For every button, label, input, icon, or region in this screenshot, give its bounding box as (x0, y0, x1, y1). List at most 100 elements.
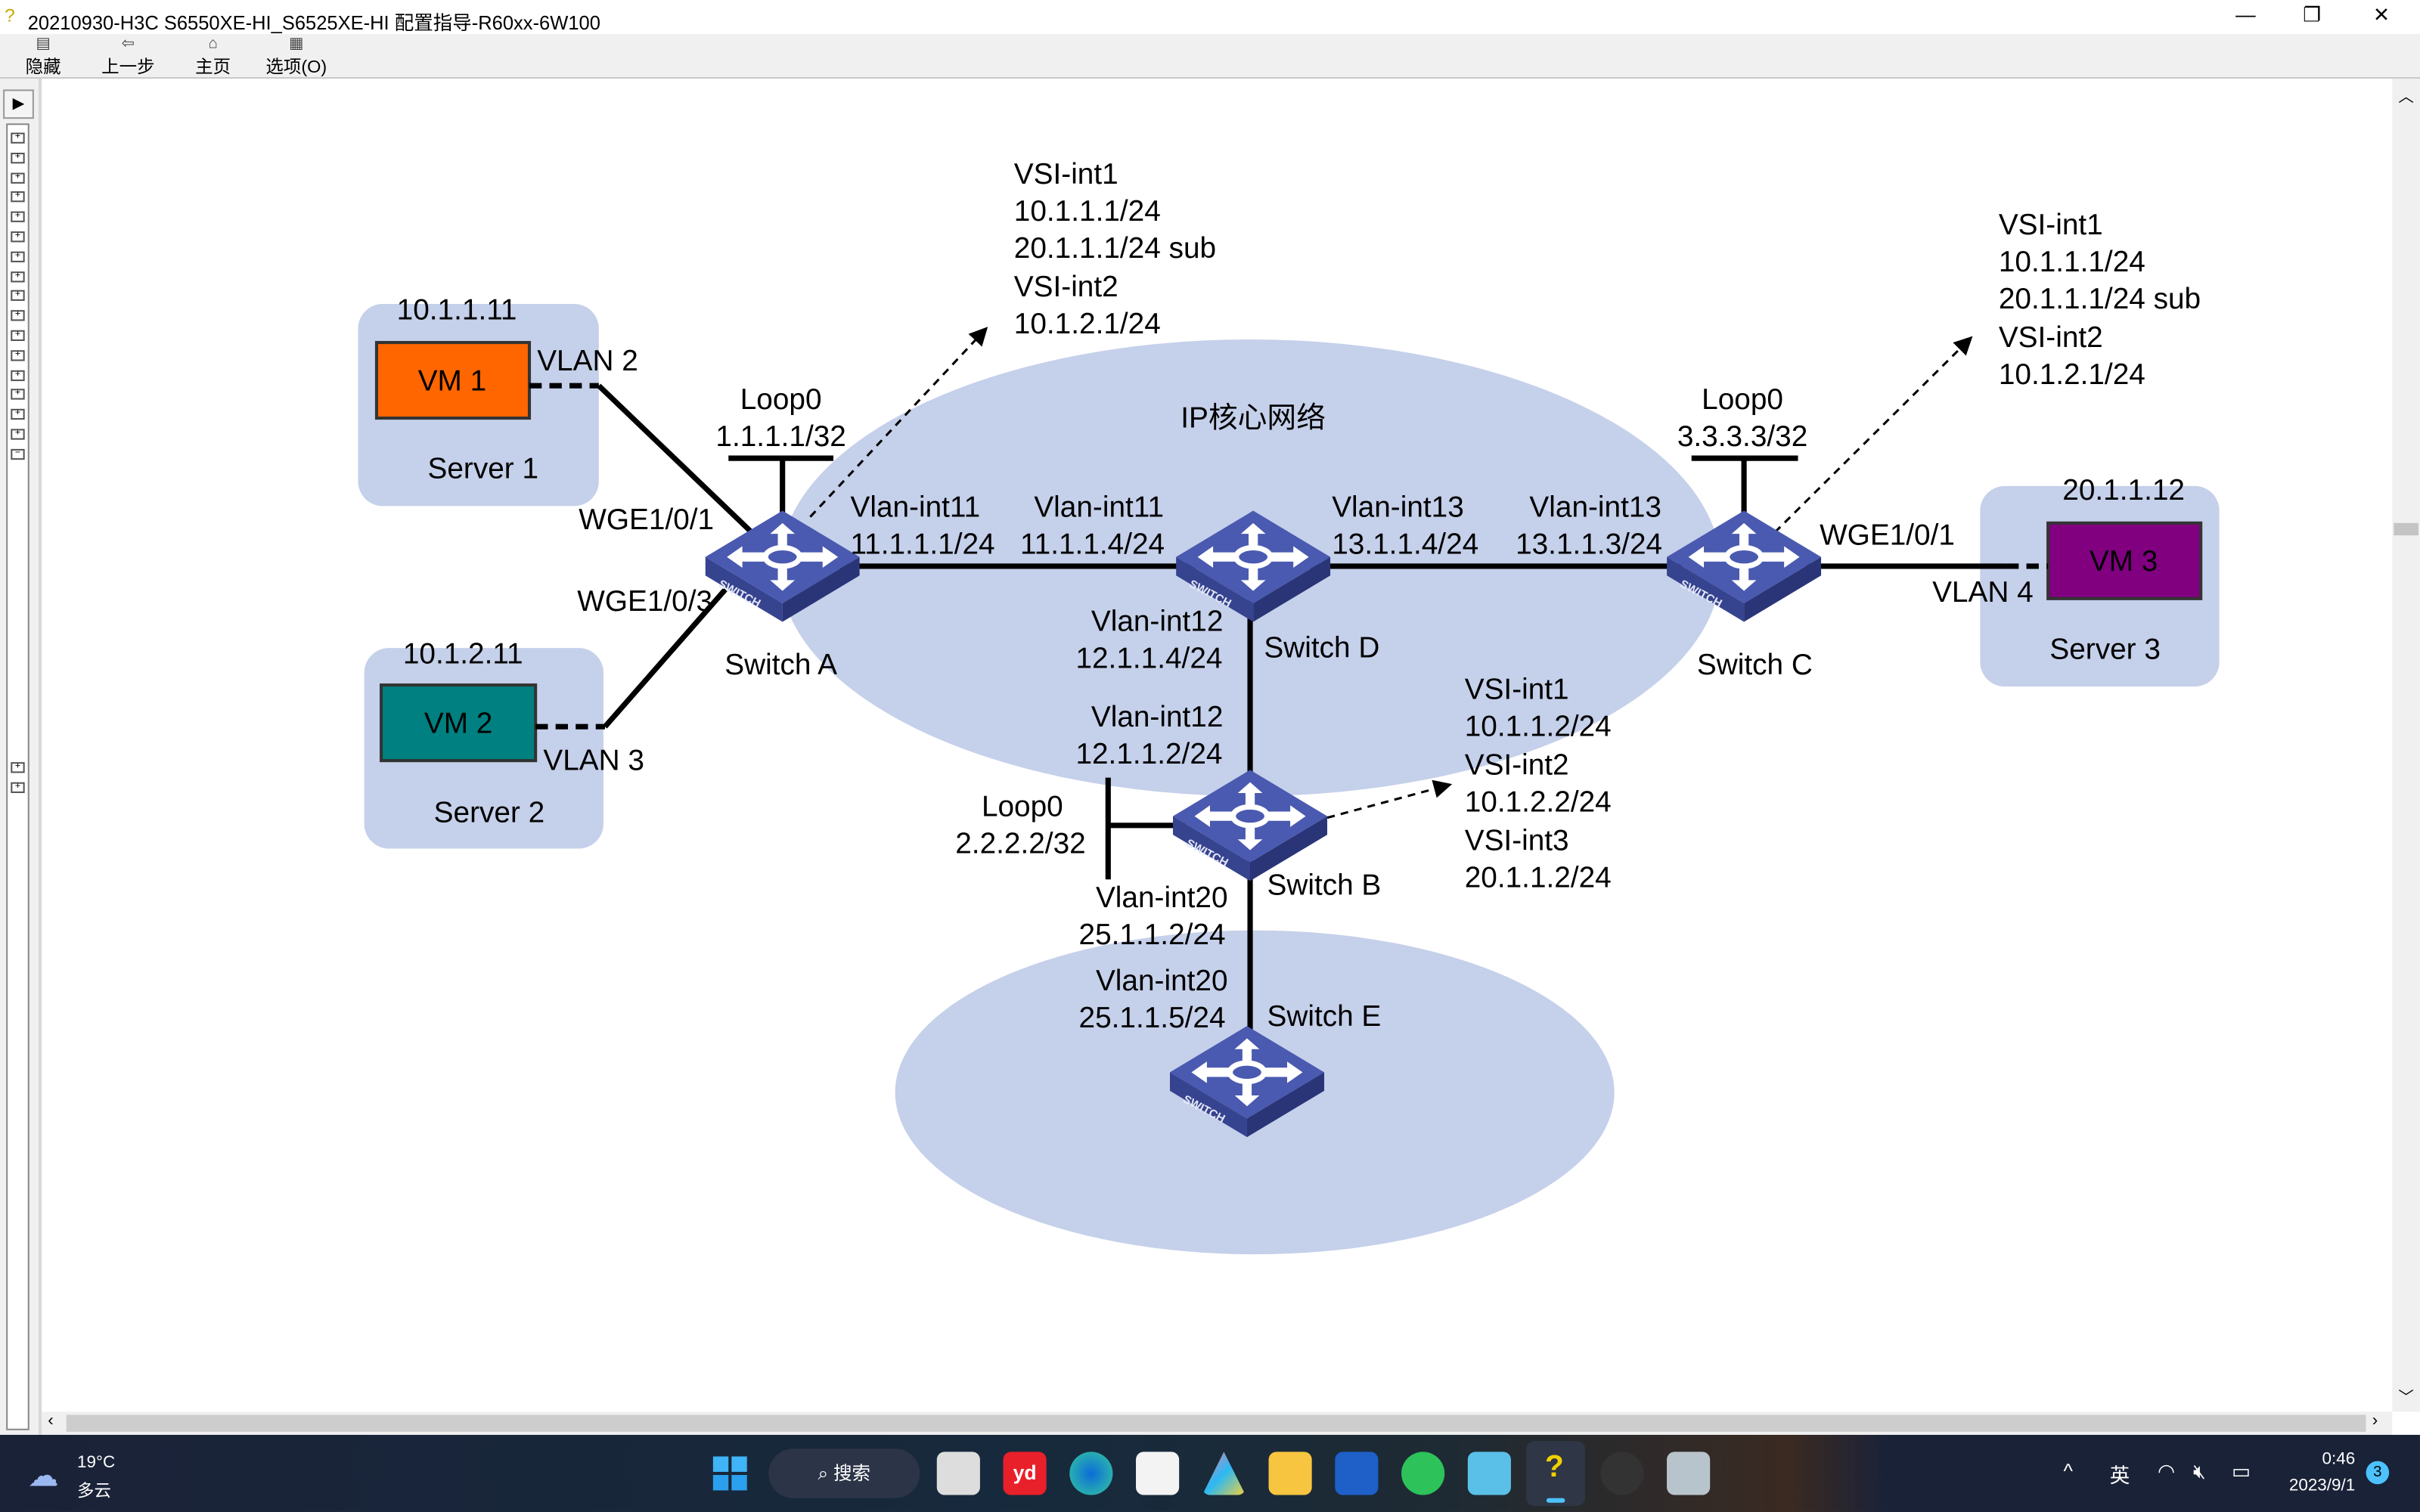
navigation-pane: ▶ + + + + + + + + + + + + + + + + − + + (0, 79, 42, 1435)
file-explorer-icon[interactable] (1268, 1452, 1312, 1495)
tree-expand-icon[interactable]: + (11, 782, 25, 793)
horizontal-scroll-thumb[interactable] (66, 1414, 2366, 1432)
switch-c-loop-ip: 3.3.3.3/32 (1677, 420, 1807, 453)
tree-expand-icon[interactable]: + (11, 349, 25, 361)
weather-desc[interactable]: 多云 (77, 1483, 111, 1501)
switch-a-vlan-if: Vlan-int11 (850, 491, 980, 524)
tree-expand-icon[interactable]: + (11, 172, 25, 184)
switch-b-vsi-3: 10.1.2.2/24 (1465, 785, 1612, 818)
switch-c-vsi-0: VSI-int1 (1999, 209, 2103, 241)
switch-a-vsi-2: 20.1.1.1/24 sub (1014, 232, 1216, 265)
vm-2-label: VM 2 (424, 707, 492, 739)
tree-expand-icon[interactable]: + (11, 231, 25, 243)
vm-2 (380, 683, 538, 763)
vpn-icon[interactable] (1335, 1452, 1379, 1495)
server-1-ip: 10.1.1.11 (397, 293, 517, 326)
switch-a-port1: WGE1/0/1 (579, 503, 714, 536)
tree-expand-icon[interactable]: + (11, 409, 25, 420)
tree-expand-icon[interactable]: + (11, 290, 25, 302)
switch-d-ip11: 11.1.1.4/24 (1020, 528, 1165, 561)
notification-badge[interactable]: 3 (2366, 1461, 2390, 1485)
switch-c-vsi-1: 10.1.1.1/24 (1999, 246, 2145, 278)
switch-d-if11: Vlan-int11 (1034, 491, 1164, 524)
server-2-label: Server 2 (434, 797, 545, 829)
tree-expand-icon[interactable]: + (11, 251, 25, 262)
youdao-icon[interactable]: yd (1003, 1452, 1047, 1495)
switch-a-vsi-0: VSI-int1 (1014, 158, 1118, 191)
clock-time[interactable]: 0:46 (2322, 1450, 2356, 1469)
notepad-icon[interactable] (1467, 1452, 1511, 1495)
tree-expand-icon[interactable]: + (11, 369, 25, 381)
vertical-scrollbar[interactable]: ︿ ﹀ (2392, 79, 2420, 1412)
help-viewer-taskbar-button[interactable]: ? (1526, 1441, 1585, 1506)
search-button[interactable]: ⌕ 搜索 (768, 1448, 920, 1498)
task-view-icon[interactable] (936, 1452, 980, 1495)
weather-cloud-icon[interactable]: ☁ (27, 1459, 59, 1494)
switch-b-if20: Vlan-int20 (1096, 881, 1228, 914)
switch-e-if20: Vlan-int20 (1096, 965, 1228, 997)
wechat-icon[interactable] (1401, 1452, 1445, 1495)
close-button[interactable]: ✕ (2372, 3, 2391, 26)
tree-expand-icon[interactable]: + (11, 132, 25, 144)
scroll-left-button[interactable]: ‹ (48, 1411, 54, 1430)
vlan-2-label: VLAN 2 (537, 345, 638, 377)
expand-pane-button[interactable]: ▶ (3, 89, 34, 119)
vm-1 (374, 341, 532, 420)
options-button[interactable]: ▦选项(O) (259, 34, 334, 77)
switch-a-loop-ip: 1.1.1.1/32 (715, 420, 845, 453)
edge-icon[interactable] (1069, 1452, 1113, 1495)
topic-content: SWITCH SWITCH SWITCH SWITCH SWITCH IP核心网… (42, 79, 2393, 1412)
app-installer-icon[interactable] (1667, 1452, 1711, 1495)
tree-expand-icon[interactable]: + (11, 191, 25, 203)
switch-a-vsi-1: 10.1.1.1/24 (1014, 195, 1161, 228)
tree-expand-icon[interactable]: + (11, 330, 25, 342)
start-button[interactable] (712, 1456, 747, 1491)
switch-c-vlan-if: Vlan-int13 (1529, 491, 1661, 524)
clock-date[interactable]: 2023/9/1 (2288, 1476, 2356, 1495)
hide-button[interactable]: ▤隐藏 (18, 34, 67, 77)
copilot-icon[interactable] (1202, 1452, 1246, 1495)
help-icon: ? (1544, 1450, 1564, 1485)
home-button[interactable]: ⌂主页 (188, 34, 237, 77)
tree-expand-icon[interactable]: + (11, 389, 25, 401)
help-file-icon: ? (5, 5, 15, 26)
switch-a-loop: Loop0 (740, 383, 822, 416)
tree-expand-icon[interactable]: + (11, 762, 25, 773)
scroll-right-button[interactable]: › (2372, 1411, 2378, 1430)
contents-tree[interactable]: + + + + + + + + + + + + + + + + − + + (6, 123, 29, 1430)
server-3-ip: 20.1.1.12 (2062, 474, 2185, 507)
horizontal-scrollbar[interactable]: ‹ › (42, 1411, 2393, 1435)
tree-expand-icon[interactable]: + (11, 310, 25, 321)
taskbar: ☁ 19°C 多云 ⌕ 搜索 yd ? ^ 英 ◠ 🔇︎ ▭ 0:46 2023… (0, 1434, 2420, 1512)
network-diagram: SWITCH SWITCH SWITCH SWITCH SWITCH IP核心网… (358, 158, 2220, 1255)
switch-d-ip13: 13.1.1.4/24 (1332, 528, 1478, 561)
switch-c-vsi-4: 10.1.2.1/24 (1999, 358, 2145, 391)
switch-d-label: Switch D (1264, 631, 1379, 664)
scroll-down-button[interactable]: ﹀ (2398, 1390, 2414, 1408)
tree-expand-icon[interactable]: + (11, 152, 25, 163)
weather-temp[interactable]: 19°C (77, 1453, 116, 1472)
vm-3-label: VM 3 (2090, 545, 2158, 578)
switch-b-ip12: 12.1.1.2/24 (1075, 738, 1222, 770)
restore-button[interactable]: ❐ (2303, 3, 2322, 26)
battery-icon[interactable]: ▭ (2231, 1459, 2251, 1483)
switch-a-label: Switch A (724, 649, 837, 681)
hide-pane-icon: ▤ (36, 35, 51, 53)
vlan-3-label: VLAN 3 (543, 744, 644, 776)
switch-a-vsi-3: VSI-int2 (1014, 271, 1118, 303)
minimize-button[interactable]: — (2235, 3, 2256, 26)
tree-expand-icon[interactable]: + (11, 271, 25, 282)
tree-expand-icon[interactable]: + (11, 429, 25, 440)
scroll-up-button[interactable]: ︿ (2398, 89, 2414, 107)
wifi-icon[interactable]: ◠ (2158, 1459, 2176, 1483)
tree-collapse-icon[interactable]: − (11, 448, 25, 460)
h3c-icon[interactable] (1600, 1452, 1644, 1495)
show-hidden-icons-button[interactable]: ^ (2063, 1459, 2074, 1483)
server-2-ip: 10.1.2.11 (403, 638, 523, 671)
speaker-muted-icon[interactable]: 🔇︎ (2192, 1459, 2206, 1483)
scroll-thumb[interactable] (2394, 522, 2418, 536)
back-button[interactable]: ⇦上一步 (96, 34, 161, 77)
tree-expand-icon[interactable]: + (11, 211, 25, 223)
store-icon[interactable] (1136, 1452, 1180, 1495)
ime-indicator[interactable]: 英 (2109, 1464, 2130, 1488)
